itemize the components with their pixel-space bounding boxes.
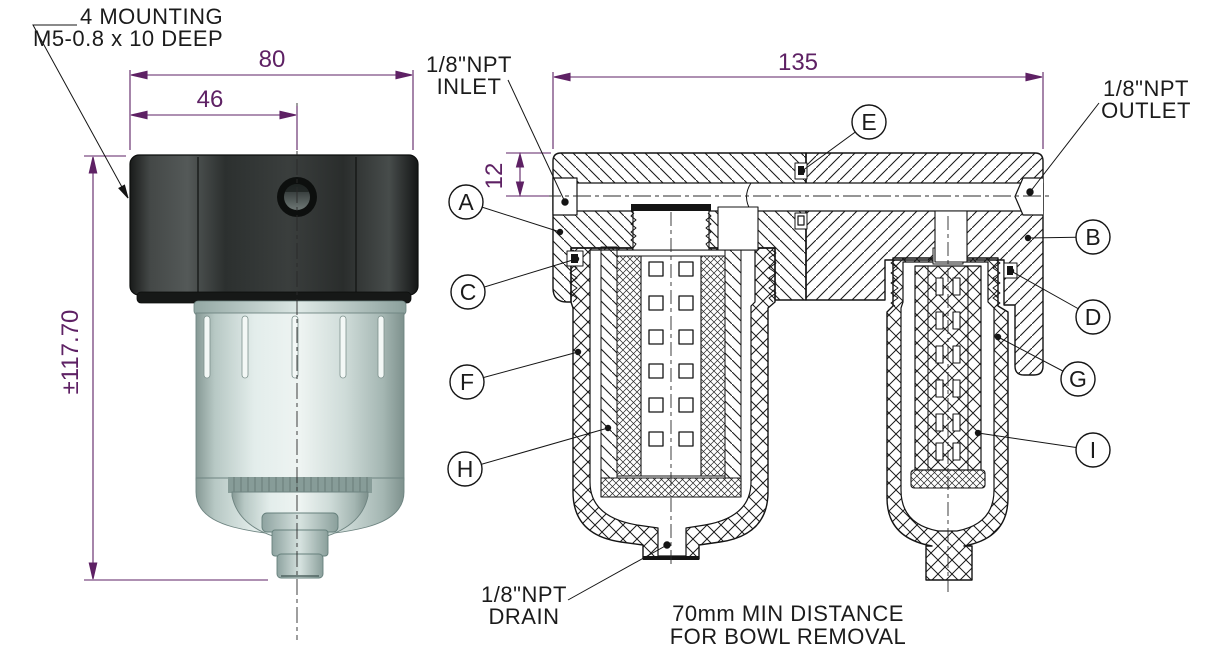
callout-D: D	[1007, 267, 1111, 335]
bowl-removal-note-line2: FOR BOWL REMOVAL	[670, 624, 907, 649]
filter-cap	[129, 154, 419, 296]
dim-135: 135	[778, 49, 818, 76]
drain-label-line1: 1/8"NPT	[481, 582, 567, 607]
callout-A: A	[448, 184, 564, 236]
callout-letter-F: F	[460, 369, 474, 395]
callout-letter-C: C	[460, 279, 477, 305]
callout-letter-D: D	[1085, 304, 1102, 330]
right-tube-slots	[935, 277, 961, 461]
left-3d-view	[129, 103, 419, 640]
mounting-note-line2: M5-0.8 x 10 DEEP	[33, 26, 223, 51]
annotations: 4 MOUNTING M5-0.8 x 10 DEEP 80 46 ±117.7…	[33, 4, 1191, 649]
callout-E: E	[798, 104, 887, 175]
tube-perforations	[648, 261, 694, 447]
dim-12: 12	[481, 163, 508, 190]
drain-boss	[271, 529, 329, 557]
inlet-label-line2: INLET	[437, 74, 502, 99]
callout-C: C	[450, 255, 580, 310]
leaders	[32, 24, 1100, 601]
drain-label-line2: DRAIN	[489, 604, 560, 629]
callout-H: H	[447, 424, 612, 487]
callout-letter-I: I	[1090, 437, 1096, 463]
drain-collar	[261, 512, 339, 533]
dim-46: 46	[197, 86, 224, 113]
element-boss-cap	[631, 204, 711, 211]
callout-letter-A: A	[458, 189, 474, 215]
filter-media	[616, 255, 642, 477]
callout-G: G	[994, 333, 1096, 397]
callout-letter-H: H	[457, 456, 474, 482]
callout-I: I	[974, 429, 1111, 468]
outlet-label-line2: OUTLET	[1101, 98, 1191, 123]
bowl-guard	[195, 312, 405, 481]
outlet-counterbore	[1014, 177, 1043, 216]
inlet-label-line1: 1/8"NPT	[426, 52, 512, 77]
callout-letter-B: B	[1085, 224, 1100, 250]
section-view	[543, 152, 1053, 592]
callout-letter-E: E	[861, 109, 876, 135]
callouts: A B C D E F G	[447, 104, 1111, 487]
dim-80: 80	[259, 46, 286, 73]
bowl-removal-note-line1: 70mm MIN DISTANCE	[672, 601, 904, 626]
callout-F: F	[449, 348, 582, 400]
outlet-label-line1: 1/8"NPT	[1103, 76, 1189, 101]
main-bore	[552, 182, 1044, 212]
mounting-note-line1: 4 MOUNTING	[80, 4, 223, 29]
drain-tip	[276, 553, 324, 579]
dim-117-70: ±117.70	[57, 310, 84, 395]
right-riser-channel	[934, 210, 968, 263]
bowl-guard-ribs	[203, 315, 385, 379]
callout-letter-G: G	[1069, 366, 1087, 392]
left-elbow-channel	[717, 206, 759, 251]
left-bowl-liner	[600, 246, 618, 479]
callout-B: B	[1024, 219, 1111, 255]
